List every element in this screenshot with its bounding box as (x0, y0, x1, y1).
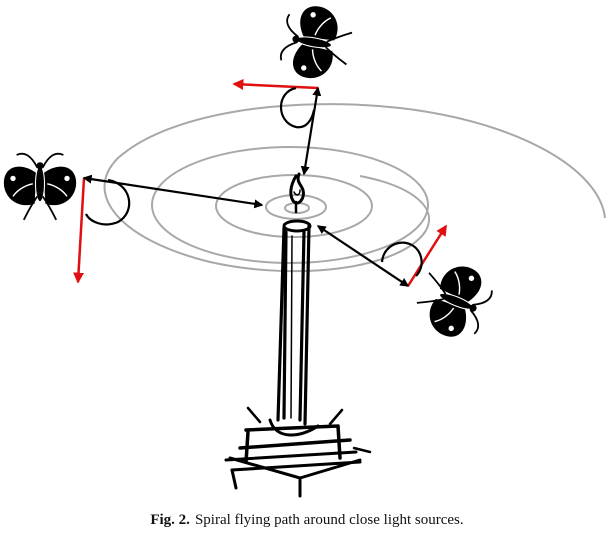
candle (224, 172, 372, 498)
candle-flame (289, 172, 305, 205)
angle-arc-right (380, 241, 423, 277)
moth-left (2, 152, 264, 284)
candle-base (224, 406, 372, 498)
spiral-ring-2 (151, 146, 429, 264)
angle-arc-top (280, 86, 316, 129)
figure-caption: Fig. 2.Spiral flying path around close l… (0, 512, 614, 529)
candle-column (276, 224, 311, 426)
caption-text: Spiral flying path around close light so… (194, 512, 464, 528)
light-direction-arrow-left (82, 174, 264, 209)
velocity-arrow-top (232, 78, 319, 90)
moth-right (316, 224, 499, 348)
velocity-arrow-right (406, 224, 448, 287)
spiral-flight-path (103, 103, 606, 273)
light-direction-arrow-top (300, 86, 322, 176)
spiral-outer-arc (103, 103, 606, 273)
caption-label: Fig. 2. (150, 512, 190, 528)
spiral-ring-3 (215, 174, 373, 238)
light-direction-arrow-right (316, 225, 410, 287)
spiral-flight-diagram (2, 0, 606, 498)
velocity-arrow-left (73, 177, 86, 284)
moth-top (232, 0, 357, 176)
